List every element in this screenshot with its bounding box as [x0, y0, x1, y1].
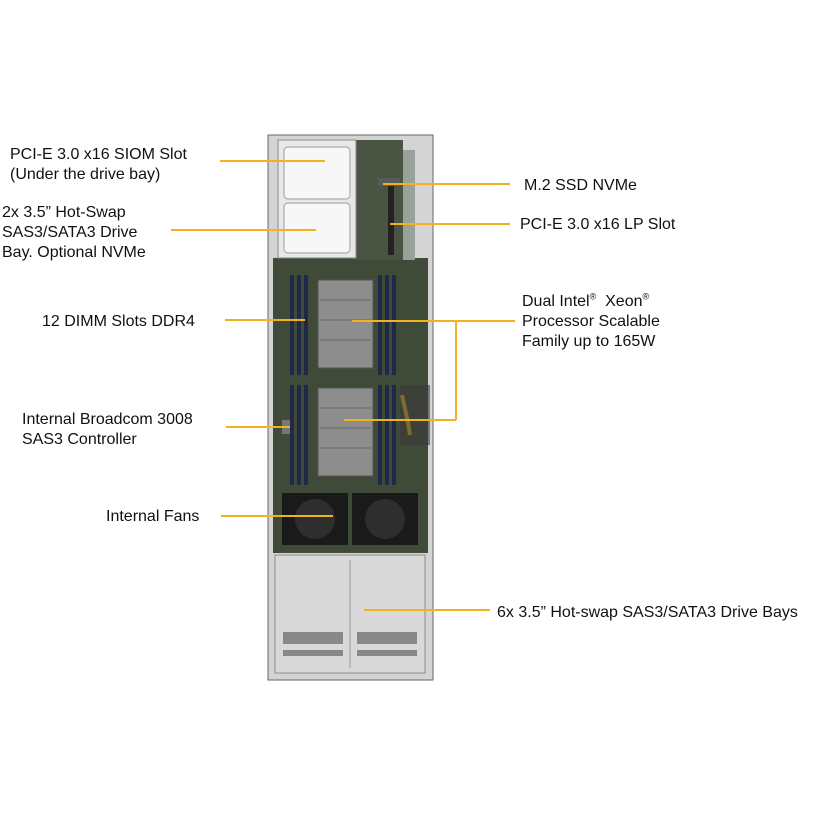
lp-slot-graphic: [388, 180, 394, 255]
label-hot-swap-top: 2x 3.5” Hot-Swap SAS3/SATA3 Drive Bay. O…: [2, 203, 146, 263]
siom-line-1: PCI-E 3.0 x16 SIOM Slot: [10, 146, 187, 163]
fans-line-1: Internal Fans: [106, 508, 200, 525]
top-drive-2: [283, 202, 351, 254]
drive-bays-line-1: 6x 3.5” Hot-swap SAS3/SATA3 Drive Bays: [497, 604, 798, 621]
hot-swap-line-2: SAS3/SATA3 Drive: [2, 224, 138, 241]
hot-swap-line-3: Bay. Optional NVMe: [2, 244, 146, 261]
hot-swap-line-1: 2x 3.5” Hot-Swap: [2, 204, 126, 221]
internal-fans-graphic: [282, 493, 418, 545]
dimm-slots-left: [290, 275, 308, 485]
processor-line-3: Family up to 165W: [522, 333, 656, 350]
label-lp-slot: PCI-E 3.0 x16 LP Slot: [520, 215, 675, 235]
label-siom-slot: PCI-E 3.0 x16 SIOM Slot (Under the drive…: [10, 145, 187, 185]
processor-line-2: Processor Scalable: [522, 313, 660, 330]
siom-line-2: (Under the drive bay): [10, 166, 161, 183]
label-internal-fans: Internal Fans: [106, 507, 199, 527]
label-drive-bays: 6x 3.5” Hot-swap SAS3/SATA3 Drive Bays: [497, 603, 798, 623]
m2-slot-graphic: [378, 178, 400, 186]
label-m2-ssd: M.2 SSD NVMe: [524, 176, 637, 196]
drive-bay-vents: [283, 632, 417, 656]
top-drive-1: [283, 146, 351, 200]
leader-lines: [171, 160, 515, 611]
label-sas-controller: Internal Broadcom 3008 SAS3 Controller: [22, 410, 193, 450]
lp-line-1: PCI-E 3.0 x16 LP Slot: [520, 216, 676, 233]
cpu-heatsink-2: [317, 387, 374, 477]
dimm-slots-right: [378, 275, 396, 485]
side-bracket: [400, 385, 430, 445]
m2-line-1: M.2 SSD NVMe: [524, 177, 637, 194]
label-dimm-slots: 12 DIMM Slots DDR4: [42, 312, 195, 332]
motherboard-upper: [355, 140, 403, 260]
processor-line-1: Dual Intel® Xeon®: [522, 291, 650, 310]
sas-line-1: Internal Broadcom 3008: [22, 411, 193, 428]
dimm-line-1: 12 DIMM Slots DDR4: [42, 313, 195, 330]
sas-line-2: SAS3 Controller: [22, 431, 137, 448]
cpu-heatsink-1: [317, 279, 374, 369]
label-processor: Dual Intel® Xeon® Processor Scalable Fam…: [522, 292, 660, 352]
right-rail: [403, 150, 415, 260]
